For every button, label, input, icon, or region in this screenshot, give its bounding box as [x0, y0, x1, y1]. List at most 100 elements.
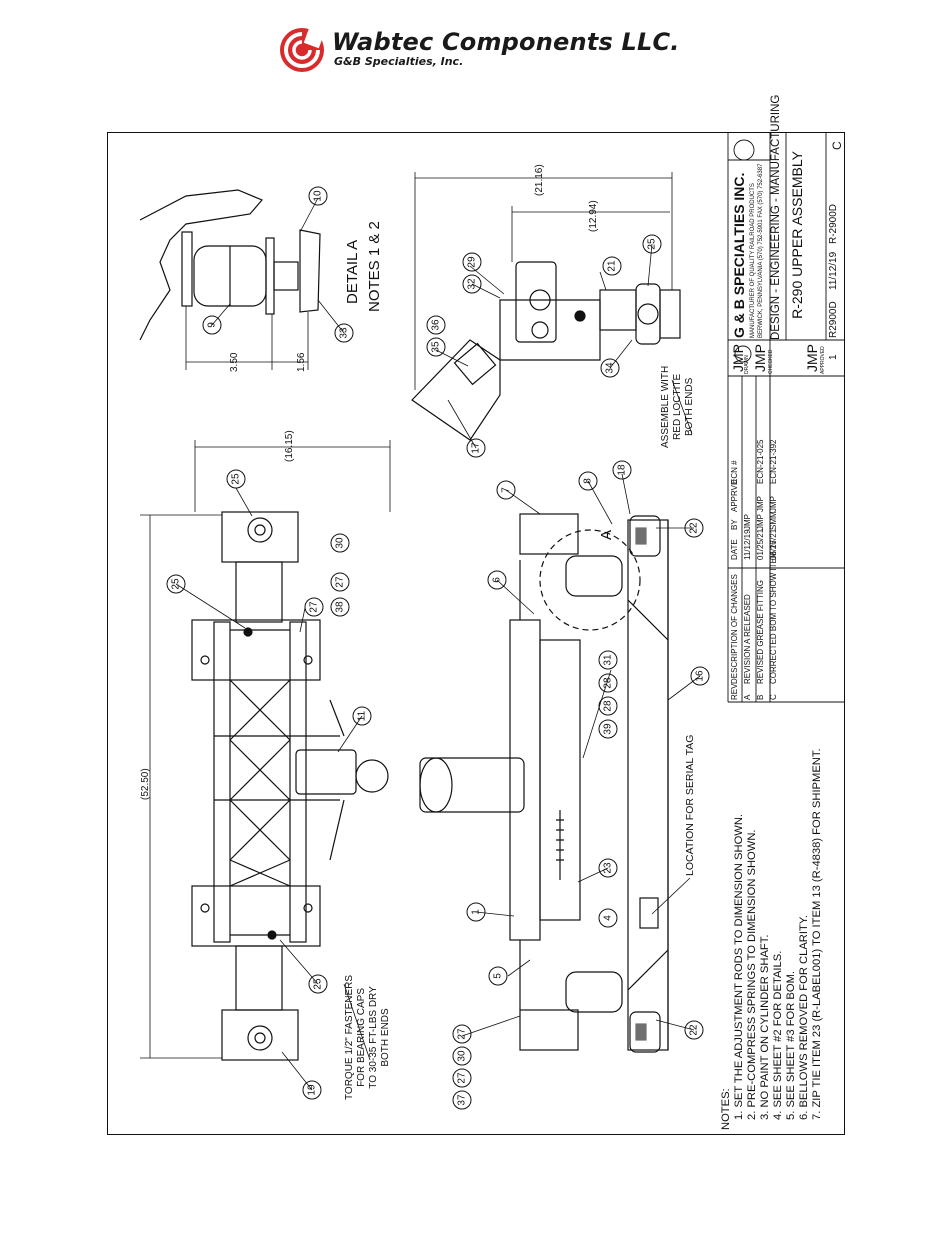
balloon: [330, 572, 350, 592]
balloon: [426, 337, 446, 357]
balloon-number: 7: [501, 487, 512, 493]
balloon-number: 19: [307, 1084, 318, 1096]
dimension-lines: [140, 172, 673, 1059]
balloon: [600, 358, 620, 378]
revision-row: A REVISION A RELEASED 11/12/19 JMP: [743, 514, 752, 700]
revision-row: C CORRECTED BOM TO SHOW ITEM 26 06/17/21…: [769, 439, 778, 700]
note-item: 2. PRE-COMPRESS SPRINGS TO DIMENSION SHO…: [746, 829, 758, 1120]
balloon-number: 25: [171, 578, 182, 590]
balloon: [462, 274, 482, 294]
balloon: [330, 533, 350, 553]
balloon: [612, 460, 632, 480]
balloon-number: 31: [603, 654, 614, 666]
top-view: [191, 511, 389, 1061]
tb-date: 11/12/19: [828, 251, 839, 290]
serial-tag-note: LOCATION FOR SERIAL TAG: [684, 734, 696, 876]
balloon-number: 11: [357, 710, 368, 721]
balloon-number: 32: [467, 278, 478, 290]
balloon: [302, 1080, 322, 1100]
tb-address: BERWICK, PENNSYLVANIA (570) 752-5901 FAX…: [758, 163, 764, 338]
balloon: [598, 650, 618, 670]
balloon-number: 25: [647, 238, 658, 250]
balloon: [452, 1090, 472, 1110]
balloon: [690, 666, 710, 686]
dim-detail-1: 3.50: [229, 352, 240, 372]
balloon: [462, 252, 482, 272]
balloons: [166, 186, 710, 1110]
balloon-number: 22: [689, 522, 700, 534]
balloon-number: 27: [309, 601, 320, 613]
balloon-number: 27: [335, 576, 346, 588]
balloon-number: 18: [617, 464, 628, 476]
dim-side-inner: (12.94): [588, 200, 599, 232]
balloon: [202, 315, 222, 335]
tb-checked-by: JMP: [752, 344, 768, 372]
drawing-sheet: [107, 132, 845, 1135]
balloon-number: 34: [605, 362, 616, 374]
detail-a: [139, 189, 321, 341]
balloon: [426, 315, 446, 335]
balloon: [684, 1020, 704, 1040]
dim-side-height: (21.16): [534, 164, 545, 196]
balloon-number: 28: [603, 677, 614, 689]
note-item: 7. ZIP TIE ITEM 23 (R-LABEL001) TO ITEM …: [811, 748, 823, 1120]
note-item: 5. SEE SHEET #3 FOR BOM.: [785, 970, 797, 1120]
tb-checked-label: CHECKED: [768, 349, 774, 374]
tb-revision: C: [830, 141, 844, 150]
note-item: 3. NO PAINT ON CYLINDER SHAFT.: [759, 934, 771, 1120]
tb-tagline: MANUFACTURER OF QUALITY RAILROAD PRODUCT…: [750, 183, 756, 338]
loctite-note: ASSEMBLE WITH RED LOCTITE BOTH ENDS: [660, 365, 695, 448]
tb-approved-label: APPROVED: [820, 346, 826, 374]
balloon-number: 35: [431, 341, 442, 353]
division-name: G&B Specialties, Inc.: [334, 55, 464, 68]
balloon-number: 6: [492, 577, 503, 583]
balloon: [304, 597, 324, 617]
balloon-number: 1: [471, 909, 482, 915]
balloon-number: 8: [583, 478, 594, 484]
revision-row: B REVISED GREASE FITTING 01/25/21 JMP JM…: [756, 439, 765, 700]
tb-sheet: 1: [828, 354, 839, 360]
balloon-number: 10: [313, 190, 324, 202]
balloon-number: 16: [695, 670, 706, 682]
balloon: [330, 597, 350, 617]
note-item: 1. SET THE ADJUSTMENT RODS TO DIMENSION …: [733, 813, 745, 1120]
balloon-number: 22: [689, 1024, 700, 1036]
header-logo: Wabtec Components LLC. G&B Specialties, …: [276, 24, 696, 78]
dim-detail-2: 1.56: [296, 352, 307, 372]
tb-department: DESIGN - ENGINEERING - MANUFACTURING: [770, 94, 782, 340]
balloon-number: 38: [335, 601, 346, 613]
notes-heading: NOTES:: [720, 1088, 732, 1130]
note-item: 4. SEE SHEET #2 FOR DETAILS.: [772, 950, 784, 1120]
balloon: [598, 908, 618, 928]
balloon: [598, 696, 618, 716]
balloon: [642, 234, 662, 254]
balloon-number: 33: [339, 327, 350, 339]
balloon-number: 9: [207, 322, 218, 328]
balloon-number: 23: [603, 862, 614, 874]
balloon: [226, 469, 246, 489]
iso-view: [411, 261, 681, 441]
balloon: [598, 719, 618, 739]
balloon: [166, 574, 186, 594]
balloon-number: 25: [231, 473, 242, 485]
balloon-number: 29: [467, 256, 478, 268]
detail-letter: A: [598, 529, 615, 540]
wabtec-logo-icon: [280, 27, 325, 72]
balloon-number: 5: [493, 973, 504, 979]
balloon: [334, 323, 354, 343]
balloon: [452, 1046, 472, 1066]
dim-top-width: (16.15): [284, 430, 295, 462]
balloon-number: 25: [313, 978, 324, 990]
balloon-number: 21: [607, 260, 618, 272]
torque-note: TORQUE 1/2" FASTENERS FOR BEARING CAPS T…: [344, 974, 391, 1100]
balloon: [488, 966, 508, 986]
tb-dwg-no: R-2900D: [828, 203, 839, 244]
balloon-number: 27: [457, 1072, 468, 1084]
balloon: [352, 706, 372, 726]
tb-drawing-title: R-290 UPPER ASSEMBLY: [789, 151, 805, 319]
balloon: [684, 518, 704, 538]
notes-block: NOTES: 1. SET THE ADJUSTMENT RODS TO DIM…: [720, 748, 824, 1130]
balloon-number: 36: [431, 319, 442, 331]
detail-notes: NOTES 1 & 2: [366, 221, 383, 312]
balloon: [598, 673, 618, 693]
